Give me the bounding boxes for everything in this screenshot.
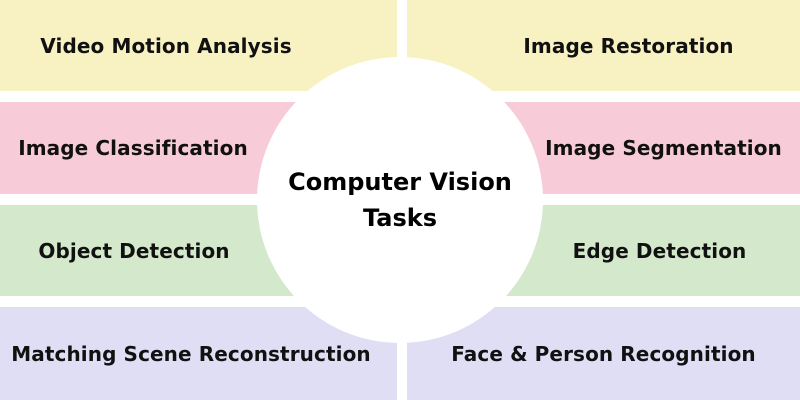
center-hub-circle: Computer Vision Tasks	[257, 57, 543, 343]
label-edge-detection: Edge Detection	[572, 238, 747, 263]
center-title-line-1: Computer Vision	[288, 168, 512, 196]
label-video-motion-analysis: Video Motion Analysis	[40, 33, 292, 58]
label-face-person-recognition: Face & Person Recognition	[451, 341, 756, 366]
label-image-classification: Image Classification	[18, 136, 248, 160]
label-image-segmentation: Image Segmentation	[545, 136, 782, 160]
center-title-line-2: Tasks	[362, 204, 437, 232]
label-image-restoration: Image Restoration	[523, 33, 734, 58]
label-matching-scene-reconstruction: Matching Scene Reconstruction	[11, 341, 371, 366]
band-video-motion-analysis: Video Motion Analysis	[0, 0, 397, 91]
label-object-detection: Object Detection	[38, 238, 230, 263]
